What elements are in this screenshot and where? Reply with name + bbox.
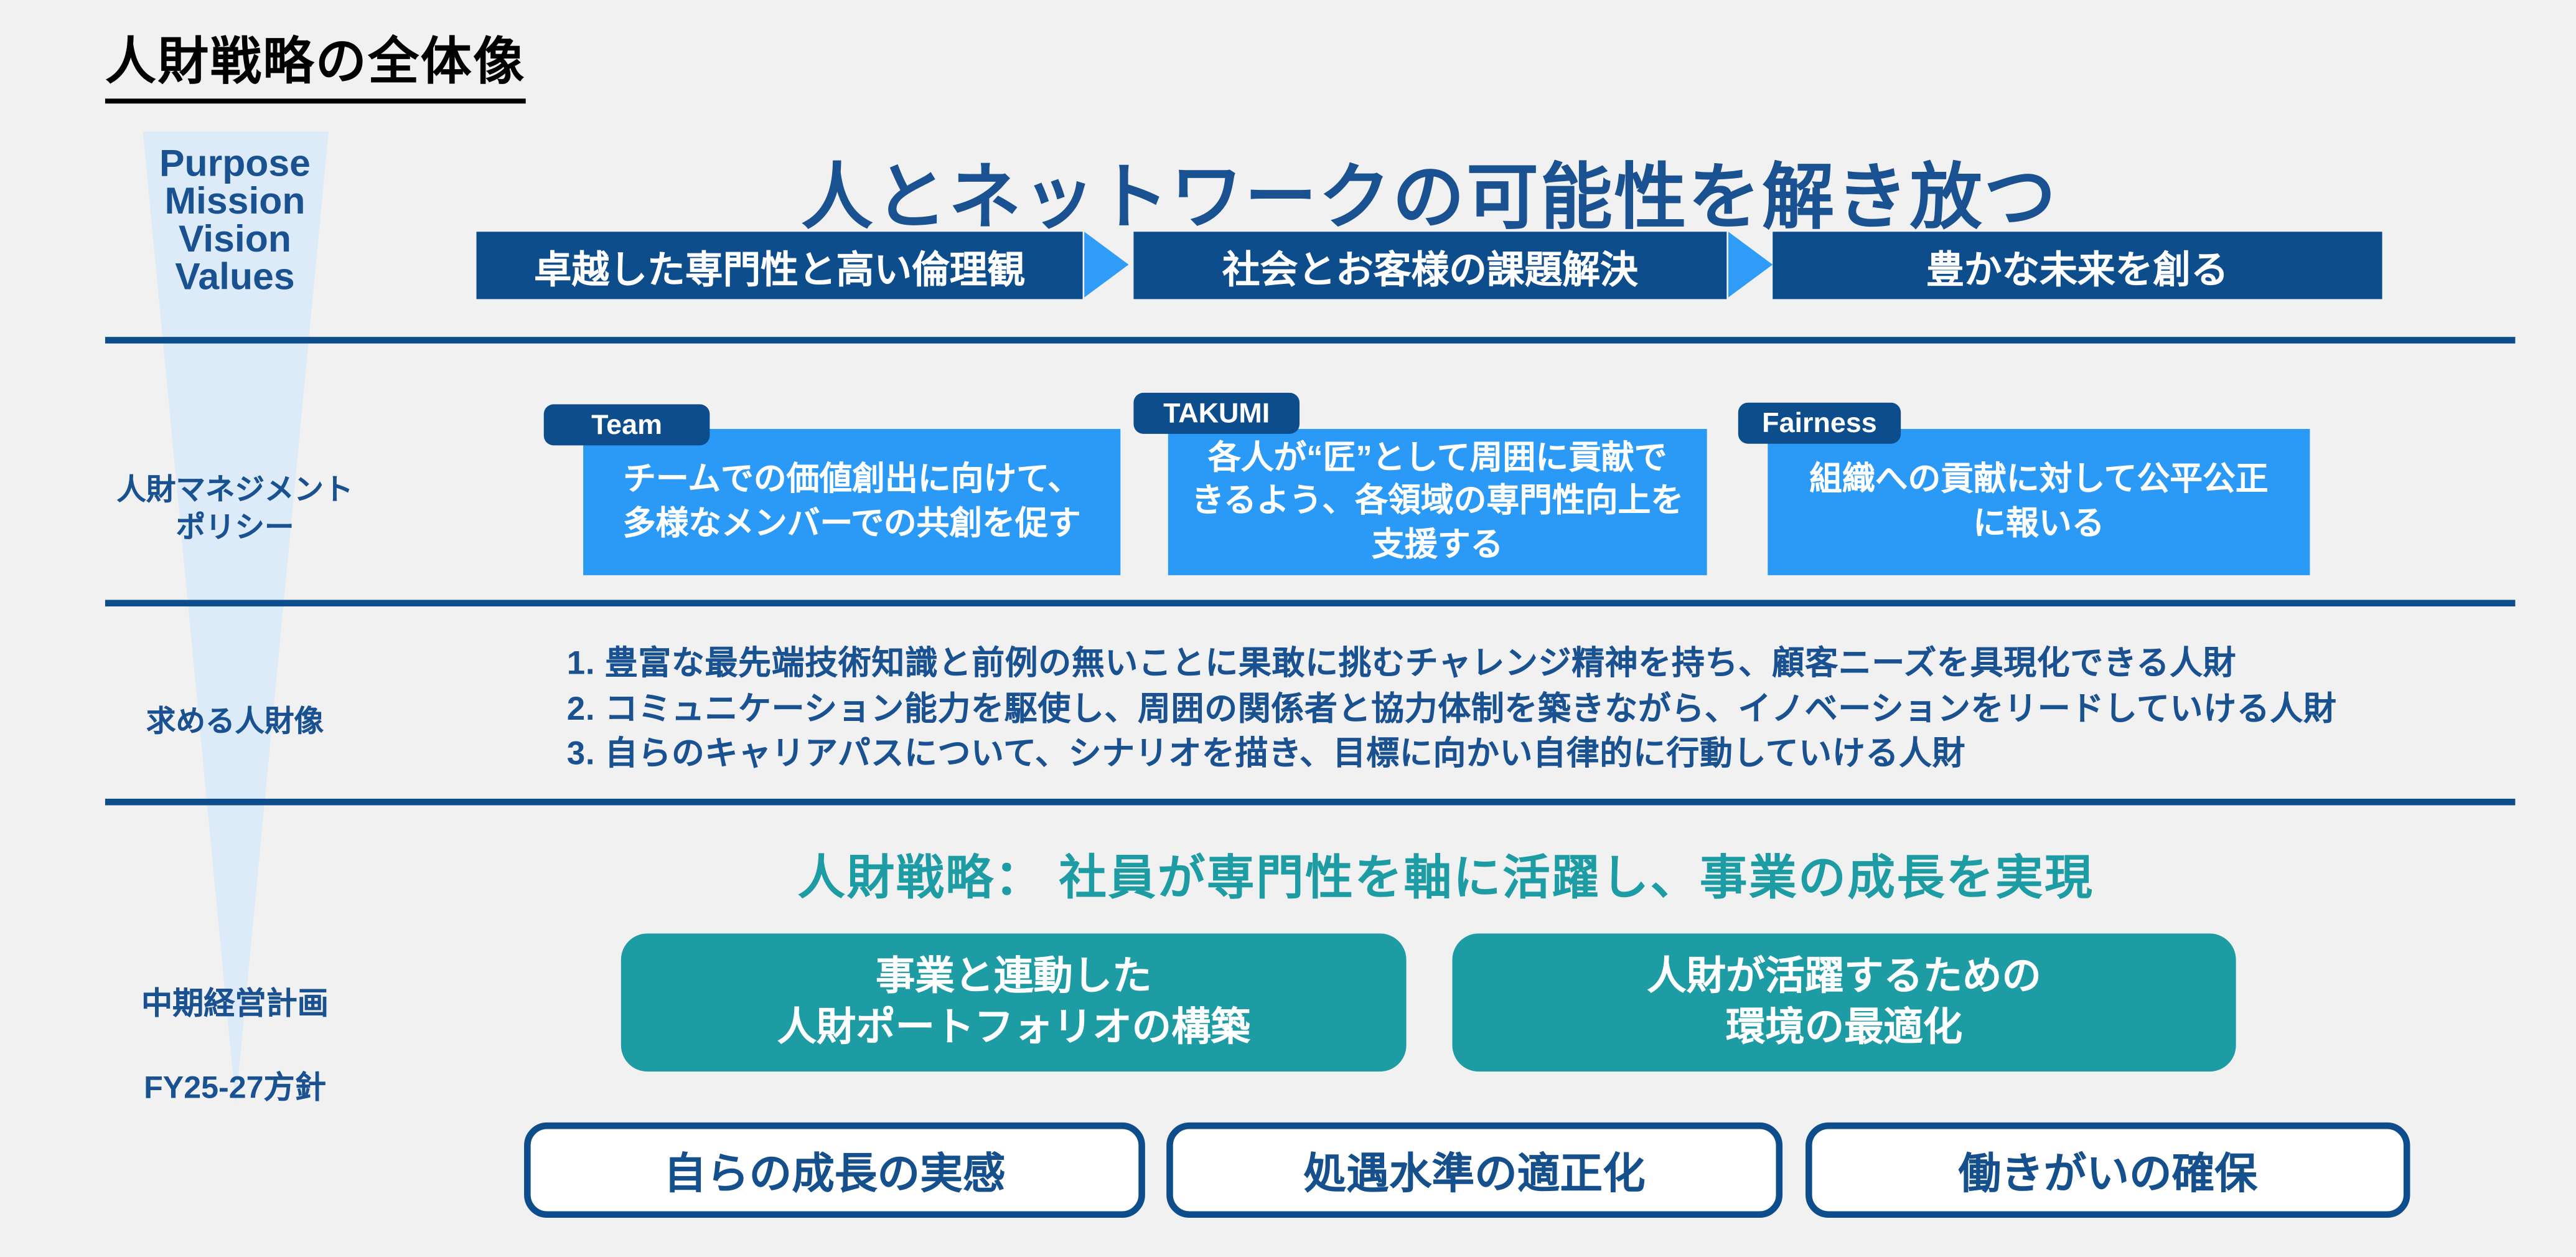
funnel-line-purpose: Purpose (159, 141, 311, 184)
page-title: 人財戦略の全体像 (105, 20, 526, 104)
strategy-fy-label: FY25-27方針 (144, 1071, 326, 1106)
vision-step-1: 卓越した専門性と高い倫理観 (476, 232, 1083, 299)
divider-top (105, 337, 2516, 344)
strategy-pillar-portfolio: 事業と連動した 人財ポートフォリオの構築 (621, 933, 1407, 1072)
policy-badge-takumi: TAKUMI (1133, 392, 1300, 434)
talent-row-label: 求める人財像 (146, 705, 324, 738)
vision-step-3: 豊かな未来を創る (1773, 232, 2382, 299)
funnel-line-values: Values (175, 255, 295, 298)
strategy-pillar-environment: 人財が活躍するための 環境の最適化 (1452, 933, 2236, 1072)
outcome-box-engagement: 働きがいの確保 (1806, 1122, 2410, 1218)
vision-headline: 人とネットワークの可能性を解き放つ (800, 158, 2058, 238)
policy-card-fairness: 組織への貢献に対して公平公正 に報いる (1768, 428, 2310, 575)
policy-card-team: チームでの価値創出に向けて、 多様なメンバーでの共創を促す (583, 428, 1121, 575)
funnel-line-mission: Mission (164, 179, 306, 222)
step-arrow-icon (1728, 232, 1773, 298)
outcome-box-compensation: 処遇水準の適正化 (1166, 1122, 1783, 1218)
policy-badge-fairness: Fairness (1738, 402, 1901, 444)
talent-item-1: 1. 豊富な最先端技術知識と前例の無いことに果敢に挑むチャレンジ精神を持ち、顧客… (566, 646, 2237, 682)
step-arrow-icon (1084, 232, 1129, 298)
divider-bottom (105, 798, 2516, 806)
talent-list: 1. 豊富な最先端技術知識と前例の無いことに果敢に挑むチャレンジ精神を持ち、顧客… (567, 643, 2337, 778)
policy-row-label: 人財マネジメント ポリシー (116, 473, 354, 544)
strategy-plan-label: 中期経営計画 (141, 987, 329, 1022)
funnel-label: Purpose Mission Vision Values (98, 144, 371, 296)
policy-badge-team: Team (543, 404, 710, 446)
vision-step-2: 社会とお客様の課題解決 (1133, 232, 1727, 299)
talent-item-2: 2. コミュニケーション能力を駆使し、周囲の関係者と協力体制を築きながら、イノベ… (566, 690, 2337, 728)
policy-card-takumi: 各人が“匠”として周囲に貢献で きるよう、各領域の専門性向上を 支援する (1168, 428, 1707, 575)
strategy-headline: 人財戦略： 社員が専門性を軸に活躍し、事業の成長を実現 (797, 853, 2094, 906)
funnel-line-vision: Vision (178, 217, 292, 260)
outcome-box-growth: 自らの成長の実感 (524, 1122, 1145, 1218)
talent-item-3: 3. 自らのキャリアパスについて、シナリオを描き、目標に向かい自律的に行動してい… (566, 736, 1966, 773)
divider-middle (105, 600, 2516, 607)
